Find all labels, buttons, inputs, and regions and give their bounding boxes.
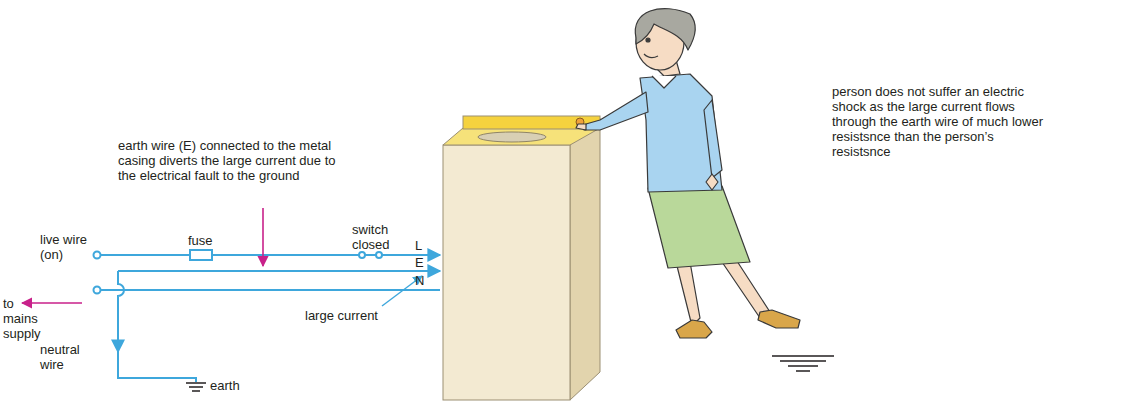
wire-label: live wire (on) (40, 232, 92, 262)
component-label: switch closed (352, 222, 404, 252)
wire-label: neutral wire (40, 342, 92, 372)
earth-symbol (186, 383, 206, 391)
earth-wire (118, 270, 440, 272)
fuse-symbol (190, 250, 212, 260)
direction-label: to mains supply (3, 296, 45, 341)
neutral-terminal (94, 287, 101, 294)
terminal-letter: N (415, 273, 424, 288)
callout-note: person does not suffer an electric shock… (832, 84, 1054, 159)
callout-note: earth wire (E) connected to the metal ca… (118, 138, 350, 183)
switch-contact (359, 252, 365, 258)
earth-path (118, 271, 124, 352)
person (576, 9, 800, 338)
washing-machine (443, 116, 600, 400)
live-wire (382, 254, 440, 256)
component-label: fuse (188, 233, 213, 248)
terminal-letter: E (415, 255, 424, 270)
pointer-arrow (262, 208, 264, 266)
live-terminal (94, 252, 101, 259)
ground-symbol (772, 356, 834, 371)
wiring (94, 250, 441, 382)
pointer-arrow (22, 302, 82, 304)
switch-contact (376, 252, 382, 258)
earth-label: earth (210, 378, 240, 393)
terminal-letter: L (415, 238, 422, 253)
neutral-wire (101, 289, 440, 291)
current-label: large current (305, 308, 378, 323)
